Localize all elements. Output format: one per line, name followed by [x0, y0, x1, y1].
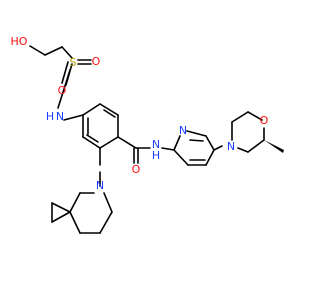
sulfur-label: S	[70, 56, 77, 69]
bond-ring-b-inner	[103, 109, 116, 118]
bond-ring-b	[99, 103, 119, 116]
bond-ring-co	[117, 136, 137, 149]
bond-ring-a	[82, 103, 101, 116]
bond-pip-6	[103, 192, 113, 213]
molecule-diagram: HO S O O N H N O N H N N O	[11, 35, 284, 234]
bond-pip-3	[69, 211, 81, 234]
sulfonyl-oxygen-bottom-label: O	[58, 84, 67, 97]
bond-nh-pyr	[161, 147, 175, 151]
bond-pyr-a	[173, 135, 181, 151]
sulfonamide-hydrogen-label: H	[46, 110, 54, 123]
bond-morph-5	[247, 139, 265, 153]
bond-pip-2	[69, 192, 81, 213]
bond-morph-6	[237, 147, 249, 153]
bond-pyr-f	[173, 149, 189, 166]
chemical-structure-canvas: HO S O O N H N O N H N N O	[11, 35, 284, 234]
bond-nh-ring	[63, 114, 84, 121]
bond-cp-3	[51, 211, 71, 223]
methyl-wedge-bond	[264, 140, 284, 153]
amide-nitrogen-label: N	[152, 138, 160, 151]
bond-cp-1	[51, 202, 71, 213]
bond-ring-e	[82, 136, 101, 149]
bond-ho-c1	[29, 45, 46, 56]
bond-c1-c2	[44, 46, 63, 56]
bond-pip-5	[99, 211, 113, 234]
bond-s-nh	[57, 69, 71, 109]
bond-pyr-c	[205, 135, 215, 151]
bond-morph-2	[231, 111, 249, 123]
amide-hydrogen-label: H	[152, 149, 160, 162]
bond-layer	[29, 45, 284, 234]
spiro-nitrogen-label: N	[96, 179, 104, 192]
bond-pyr-d	[205, 149, 215, 166]
bond-s-o-bottom-1	[61, 61, 69, 84]
bond-pyr-b-inner	[189, 139, 204, 142]
bond-morph-3	[247, 111, 263, 121]
amide-oxygen-label: O	[132, 163, 141, 176]
hydroxyl-label: HO	[11, 35, 28, 48]
morpholine-oxygen-label: O	[260, 114, 269, 127]
bond-ring-d	[99, 136, 119, 149]
bond-pyr-nmorph	[213, 145, 223, 151]
bond-c2-s	[61, 46, 73, 59]
bond-pyr-b	[186, 130, 207, 137]
atom-label-layer: HO S O O N H N O N H N N O	[11, 35, 269, 192]
sulfonamide-nitrogen-label: N	[56, 110, 64, 123]
sulfonyl-oxygen-right-label: O	[92, 55, 101, 68]
pyridine-nitrogen-label: N	[179, 124, 187, 137]
morpholine-nitrogen-label: N	[227, 140, 235, 153]
bond-ring-e-inner	[86, 134, 99, 143]
